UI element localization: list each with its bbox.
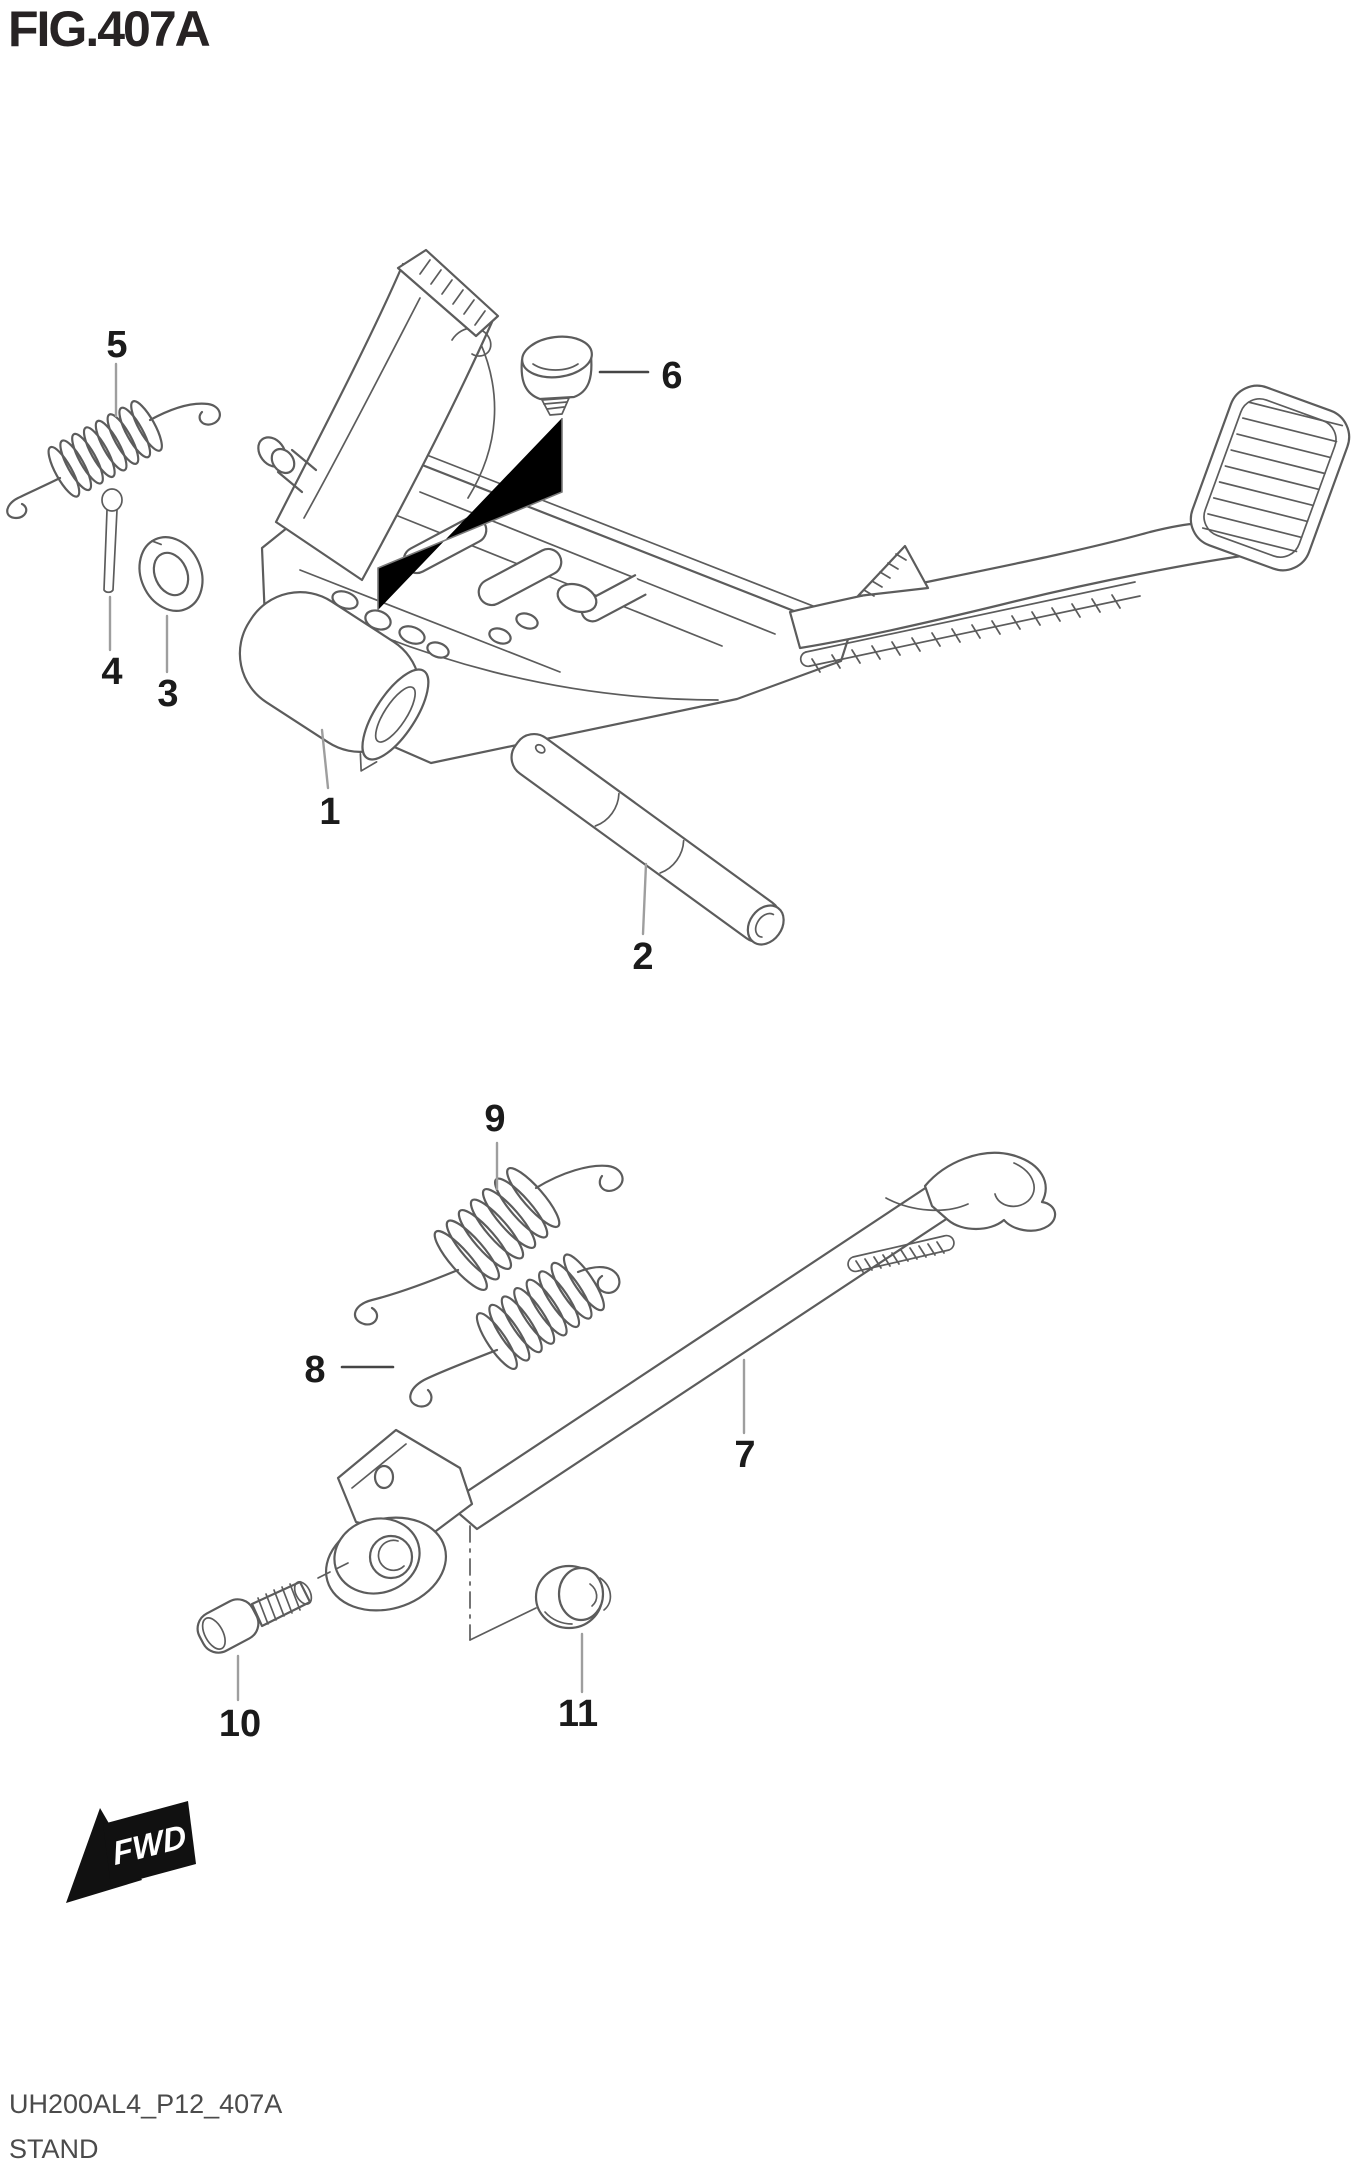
part-8-spring <box>409 1253 621 1408</box>
part-label-11: 11 <box>558 1693 598 1735</box>
part-label-1: 1 <box>319 791 340 833</box>
part-5-spring <box>6 400 221 520</box>
part-label-7: 7 <box>734 1434 755 1476</box>
part-1-pivot-sleeve <box>238 591 430 772</box>
part-4-cotter-pin <box>101 488 123 594</box>
part-7-side-stand-leg <box>446 1151 1057 1531</box>
part-label-3: 3 <box>157 673 178 715</box>
part-11-nut <box>534 1564 612 1630</box>
part-label-8: 8 <box>304 1349 325 1391</box>
footer-part-code: UH200AL4_P12_407A <box>9 2089 283 2119</box>
pedal-pad <box>1189 384 1351 572</box>
center-stand-assembly <box>6 248 1351 946</box>
center-stand-left-arm <box>274 262 494 582</box>
side-stand-pivot-bracket <box>324 1428 474 1612</box>
figure-number-title: FIG.407A <box>8 1 211 57</box>
part-label-10: 10 <box>219 1703 261 1745</box>
part-number-labels: 1 2 3 4 5 6 7 8 9 10 11 <box>101 324 755 1745</box>
part-6-cushion-cap <box>520 335 593 416</box>
footer-caption: STAND <box>9 2134 99 2164</box>
part-3-washer <box>138 536 204 612</box>
pivot-grease-stud <box>257 436 318 494</box>
part-label-9: 9 <box>484 1098 505 1140</box>
leader-lines <box>108 362 746 1702</box>
fwd-direction-marker: FWD <box>66 1801 196 1903</box>
part-2-stand-shaft <box>510 732 785 946</box>
part-6-insert-line <box>377 418 563 610</box>
page-footer: UH200AL4_P12_407A STAND <box>9 2082 282 2172</box>
part-label-5: 5 <box>106 324 127 366</box>
part-label-6: 6 <box>661 355 682 397</box>
center-stand-top-bracket <box>396 248 500 338</box>
part-label-4: 4 <box>101 651 122 693</box>
part-9-spring <box>354 1164 624 1326</box>
side-stand-assembly <box>196 1151 1057 1654</box>
part-10-pivot-bolt <box>196 1562 349 1654</box>
center-stand-pedal-arm <box>788 384 1351 673</box>
stopper-bracket <box>856 544 930 598</box>
part-label-2: 2 <box>632 936 653 978</box>
